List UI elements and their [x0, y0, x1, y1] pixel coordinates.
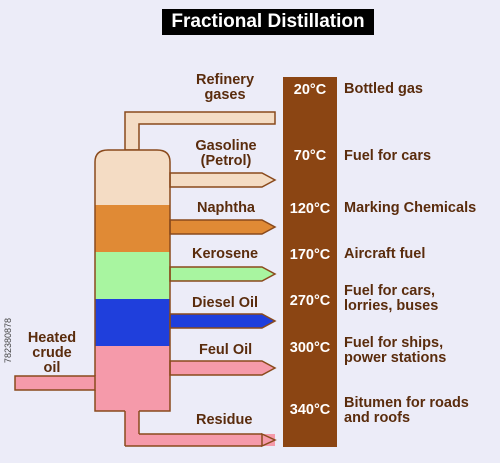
section-naphtha	[95, 205, 170, 252]
section-fuel-oil	[95, 346, 170, 411]
fraction-label-kerosene: Kerosene	[192, 246, 259, 262]
fuel-oil-outlet-arrow	[169, 360, 277, 376]
temp-gasoline: 70°C	[293, 148, 327, 164]
column-outline	[94, 149, 171, 412]
fraction-label-naphtha: Naphtha	[197, 200, 255, 216]
temp-residue: 340°C	[289, 402, 331, 418]
use-fuel-oil: Fuel for ships, power stations	[344, 335, 447, 366]
temperature-bar	[283, 77, 337, 447]
kerosene-outlet-arrow	[169, 266, 277, 282]
gasoline-outlet-arrow	[169, 172, 277, 188]
section-residue	[125, 411, 275, 446]
fraction-label-residue: Residue	[196, 412, 253, 428]
fraction-label-refinery-gases: Refinery gases	[195, 72, 255, 103]
temp-diesel: 270°C	[289, 293, 331, 309]
fraction-label-gasoline: Gasoline (Petrol)	[195, 138, 257, 169]
use-refinery-gases: Bottled gas	[344, 81, 423, 97]
diesel-outlet-arrow	[169, 313, 277, 329]
use-kerosene: Aircraft fuel	[344, 246, 426, 262]
fraction-label-fuel-oil: Feul Oil	[199, 342, 253, 358]
input-label-crude-oil: Heated crude oil	[27, 330, 77, 376]
temp-naphtha: 120°C	[289, 201, 331, 217]
image-id: 782380878	[3, 318, 13, 364]
use-naphtha: Marking Chemicals	[344, 200, 477, 216]
section-diesel	[95, 299, 170, 346]
residue-outlet-arrow	[261, 432, 277, 448]
naphtha-outlet-arrow	[169, 219, 277, 235]
use-residue: Bitumen for roads and roofs	[344, 395, 469, 426]
temp-kerosene: 170°C	[289, 247, 331, 263]
crude-oil-inlet-pipe	[14, 375, 96, 391]
temp-fuel-oil: 300°C	[289, 340, 331, 356]
use-diesel: Fuel for cars, lorries, buses	[344, 283, 439, 314]
section-gasoline	[95, 150, 170, 205]
temp-refinery-gases: 20°C	[293, 82, 327, 98]
diagram-title: Fractional Distillation	[162, 9, 374, 35]
use-gasoline: Fuel for cars	[344, 148, 432, 164]
section-kerosene	[95, 252, 170, 299]
fraction-label-diesel: Diesel Oil	[192, 295, 259, 311]
